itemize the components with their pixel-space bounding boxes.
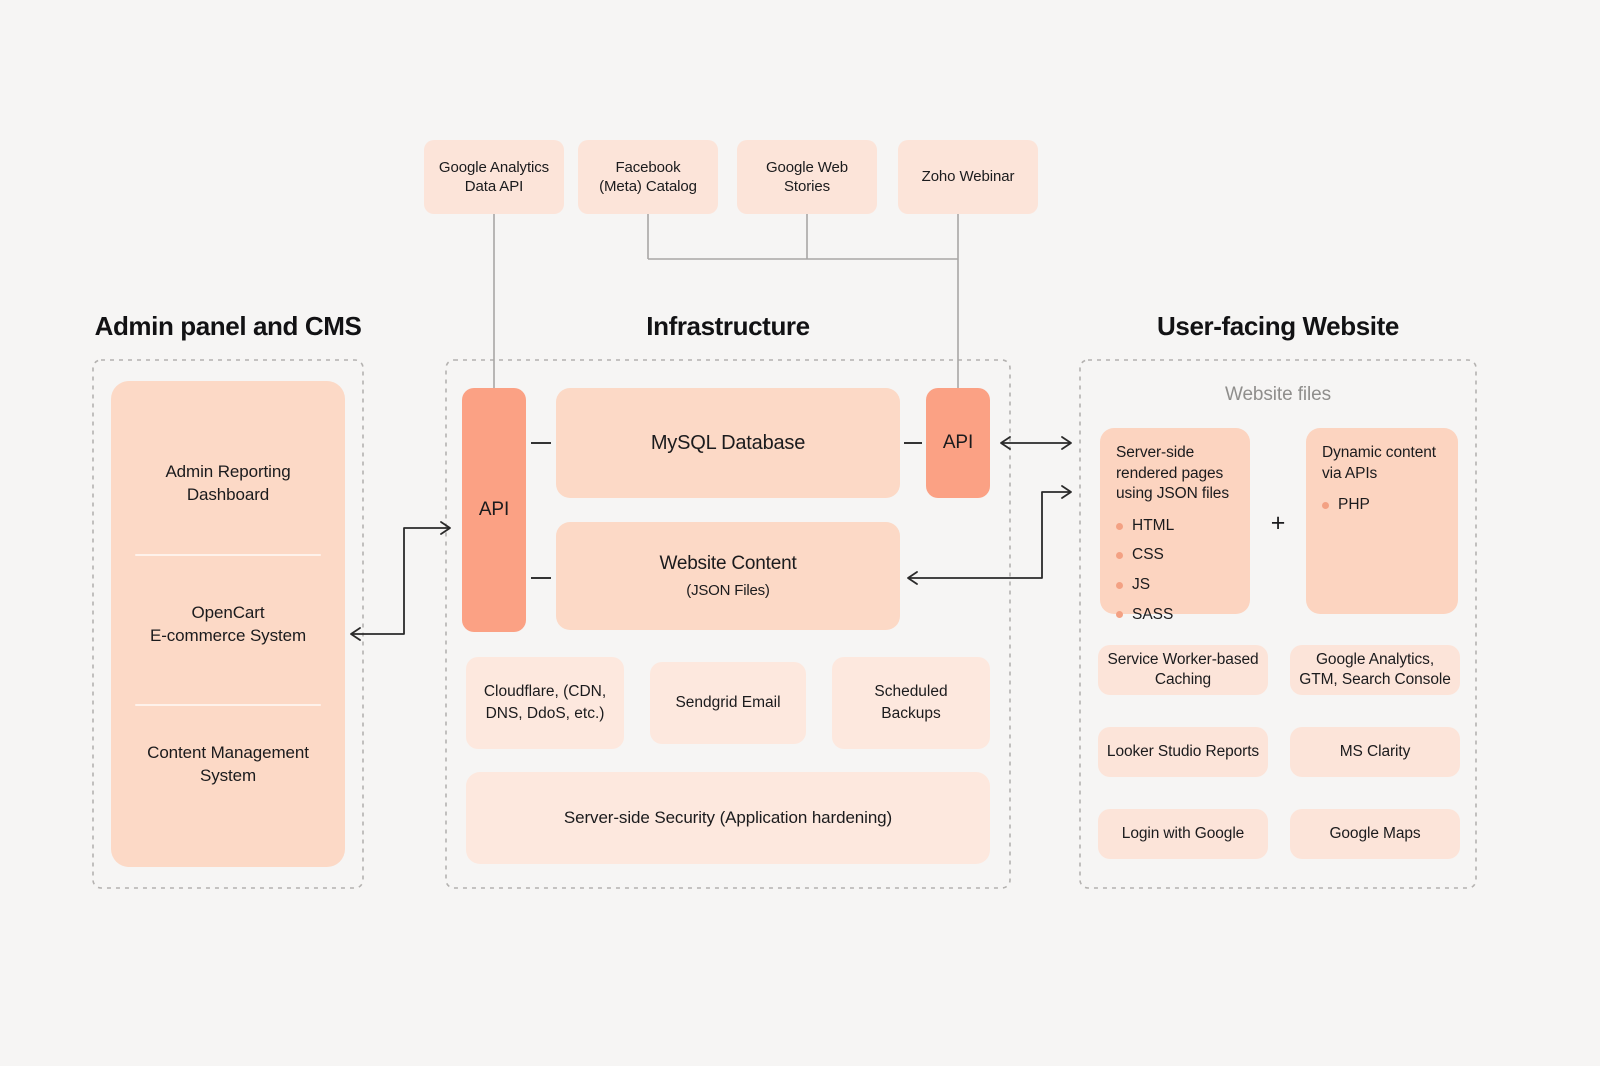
sendgrid-email-box: Sendgrid Email	[650, 662, 806, 744]
internal-link-dashes	[531, 442, 922, 579]
service-box-google-analytics-data-api: Google Analytics Data API	[424, 140, 564, 214]
feature-label: Google Maps	[1329, 824, 1421, 842]
arrowhead-left-api	[1000, 436, 1011, 450]
opencart-ecommerce-item: OpenCart E-commerce System	[149, 603, 307, 645]
arrowhead-right-website	[1061, 436, 1072, 450]
arrowhead-right-website2	[1061, 485, 1072, 499]
card-heading: Server-side rendered pages using JSON fi…	[1116, 444, 1229, 503]
feature-label: MS Clarity	[1339, 742, 1411, 760]
server-side-security-box: Server-side Security (Application harden…	[466, 772, 990, 864]
feature-service-worker-caching: Service Worker-based Caching	[1098, 645, 1268, 695]
arrow-admin-infra	[351, 527, 450, 635]
website-content-subtitle: (JSON Files)	[686, 582, 770, 599]
arrow-content-website	[908, 491, 1071, 579]
arrowhead-left-content	[907, 571, 918, 585]
service-label: Google Analytics Data API	[438, 158, 550, 196]
admin-cms-stack: Admin Reporting Dashboard OpenCart E-com…	[111, 381, 345, 867]
service-label: Google Web Stories	[765, 158, 849, 196]
bullet-dot-icon	[1116, 522, 1123, 530]
bullet-dot-icon	[1116, 611, 1123, 619]
service-box-facebook-meta-catalog: Facebook (Meta) Catalog	[578, 140, 718, 214]
bullet-dot-icon	[1116, 552, 1123, 560]
content-management-item: Content Management System	[147, 743, 309, 785]
service-label: Zoho Webinar	[921, 168, 1015, 186]
bullet-item: JS	[1116, 575, 1240, 596]
card-bullet-list: HTML CSS JS SASS	[1116, 516, 1240, 625]
card-bullet-list: PHP	[1322, 495, 1448, 516]
admin-reporting-dashboard-item: Admin Reporting Dashboard	[165, 462, 291, 504]
service-box-zoho-webinar: Zoho Webinar	[898, 140, 1038, 214]
bullet-item: SASS	[1116, 605, 1240, 626]
security-label: Server-side Security (Application harden…	[563, 808, 893, 827]
cloudflare-label: Cloudflare, (CDN, DNS, DdoS, etc.)	[483, 683, 607, 722]
admin-panel-border	[92, 359, 364, 889]
bullet-label: PHP	[1338, 496, 1370, 514]
service-label: Facebook (Meta) Catalog	[599, 158, 697, 196]
user-website-section-title: User-facing Website	[1157, 310, 1399, 341]
infrastructure-section-title: Infrastructure	[646, 310, 810, 341]
feature-google-analytics-gtm: Google Analytics, GTM, Search Console	[1290, 645, 1460, 695]
plus-sign: +	[1270, 508, 1286, 537]
flow-arrows	[350, 436, 1072, 641]
card-heading: Dynamic content via APIs	[1322, 444, 1436, 482]
bullet-item: HTML	[1116, 516, 1240, 537]
feature-google-maps: Google Maps	[1290, 809, 1460, 859]
feature-looker-studio-reports: Looker Studio Reports	[1098, 727, 1268, 777]
api-gateway-right: API	[926, 388, 990, 498]
bullet-label: CSS	[1132, 546, 1164, 564]
feature-label: Login with Google	[1121, 824, 1245, 842]
user-website-panel-border	[1079, 359, 1477, 889]
dynamic-content-card: Dynamic content via APIs PHP	[1306, 428, 1458, 614]
bullet-item: CSS	[1116, 545, 1240, 566]
bullet-dot-icon	[1322, 502, 1329, 510]
feature-ms-clarity: MS Clarity	[1290, 727, 1460, 777]
website-content-box: Website Content (JSON Files)	[556, 522, 900, 630]
admin-section-title: Admin panel and CMS	[94, 310, 362, 341]
scheduled-backups-box: Scheduled Backups	[832, 657, 990, 749]
external-service-connectors	[493, 214, 959, 388]
arrowhead-right-infra	[440, 521, 451, 535]
bullet-label: JS	[1132, 576, 1151, 594]
admin-divider-1	[135, 554, 321, 556]
bullet-label: HTML	[1132, 516, 1175, 534]
infrastructure-panel-border	[445, 359, 1011, 889]
admin-divider-2	[135, 704, 321, 706]
website-content-title: Website Content	[659, 553, 797, 574]
arrowhead-left-admin	[350, 627, 361, 641]
api-label: API	[478, 499, 510, 520]
cloudflare-box: Cloudflare, (CDN, DNS, DdoS, etc.)	[466, 657, 624, 749]
mysql-label: MySQL Database	[650, 431, 806, 454]
service-box-google-web-stories: Google Web Stories	[737, 140, 877, 214]
server-side-rendered-card: Server-side rendered pages using JSON fi…	[1100, 428, 1250, 623]
bullet-item: PHP	[1322, 495, 1448, 516]
feature-label: Service Worker-based Caching	[1107, 650, 1259, 688]
backups-label: Scheduled Backups	[874, 683, 948, 722]
mysql-database-box: MySQL Database	[556, 388, 900, 498]
website-files-label: Website files	[1224, 384, 1332, 405]
feature-login-with-google: Login with Google	[1098, 809, 1268, 859]
sendgrid-label: Sendgrid Email	[675, 694, 781, 712]
bullet-dot-icon	[1116, 581, 1123, 589]
api-label: API	[942, 432, 974, 453]
feature-label: Looker Studio Reports	[1106, 742, 1260, 760]
feature-label: Google Analytics, GTM, Search Console	[1299, 650, 1451, 688]
api-gateway-left: API	[462, 388, 526, 632]
bullet-label: SASS	[1132, 605, 1174, 623]
